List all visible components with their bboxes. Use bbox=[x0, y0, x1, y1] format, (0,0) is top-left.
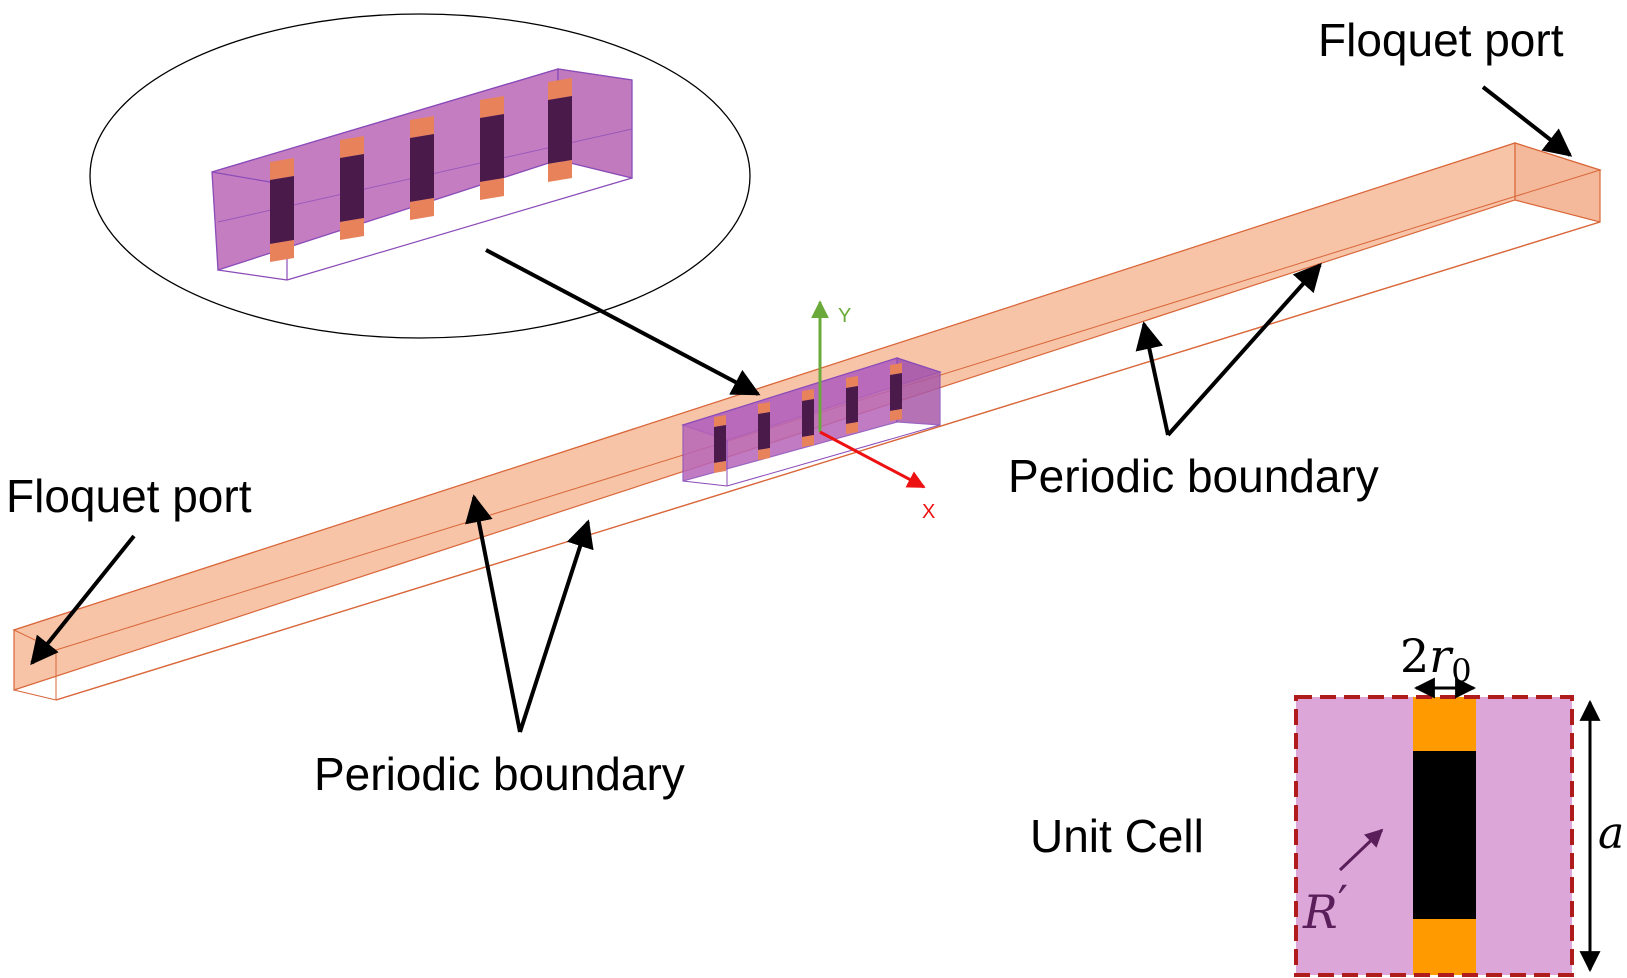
central-pin-2 bbox=[758, 402, 770, 460]
periodic-boundary-label-right: Periodic boundary bbox=[1008, 450, 1379, 502]
arrow-periodic-bottom-2 bbox=[518, 519, 594, 733]
unit-cell-label: Unit Cell bbox=[1030, 810, 1204, 862]
enlarged-pin-3 bbox=[410, 116, 434, 220]
enlarged-pin-5 bbox=[548, 78, 572, 182]
central-pin-1 bbox=[714, 415, 726, 473]
enlarged-pin-4 bbox=[480, 96, 504, 200]
annotation-arrows bbox=[30, 85, 1573, 733]
side-label: a bbox=[1598, 808, 1624, 859]
central-pin-4 bbox=[846, 376, 858, 434]
periodic-boundary-label-bottom: Periodic boundary bbox=[314, 748, 685, 800]
region-label: R′ bbox=[1302, 875, 1348, 939]
rod-top-tip bbox=[1413, 697, 1476, 751]
y-axis-label: Y bbox=[838, 305, 851, 327]
arrow-zoom-to-cell bbox=[485, 248, 761, 396]
central-pin-5 bbox=[890, 363, 902, 421]
arrow-floquet-left bbox=[30, 534, 136, 666]
arrow-periodic-bottom-1 bbox=[465, 494, 522, 733]
arrow-periodic-right-2 bbox=[1166, 262, 1322, 437]
arrow-periodic-right-1 bbox=[1135, 321, 1170, 436]
arrow-floquet-top bbox=[1481, 85, 1573, 157]
rod-core bbox=[1413, 751, 1476, 919]
x-axis bbox=[819, 430, 926, 489]
enlarged-pin-1 bbox=[270, 158, 294, 262]
periodic-border bbox=[1294, 695, 1574, 977]
enlarged-pin-2 bbox=[340, 136, 364, 240]
coordinate-axes: Y X bbox=[811, 300, 935, 523]
x-axis-label: X bbox=[922, 501, 935, 523]
floquet-port-label-top: Floquet port bbox=[1318, 14, 1564, 66]
zoom-ellipse bbox=[89, 13, 751, 339]
unit-cell-cross-section: 2r0 a R′ bbox=[1294, 629, 1624, 977]
rod-bottom-tip bbox=[1413, 919, 1476, 975]
floquet-port-label-left: Floquet port bbox=[6, 470, 252, 522]
central-pins bbox=[714, 363, 902, 473]
central-pin-3 bbox=[802, 389, 814, 447]
enlarged-pins bbox=[270, 78, 572, 262]
width-label: 2r0 bbox=[1400, 629, 1472, 690]
region-pointer-arrow bbox=[1338, 828, 1384, 872]
